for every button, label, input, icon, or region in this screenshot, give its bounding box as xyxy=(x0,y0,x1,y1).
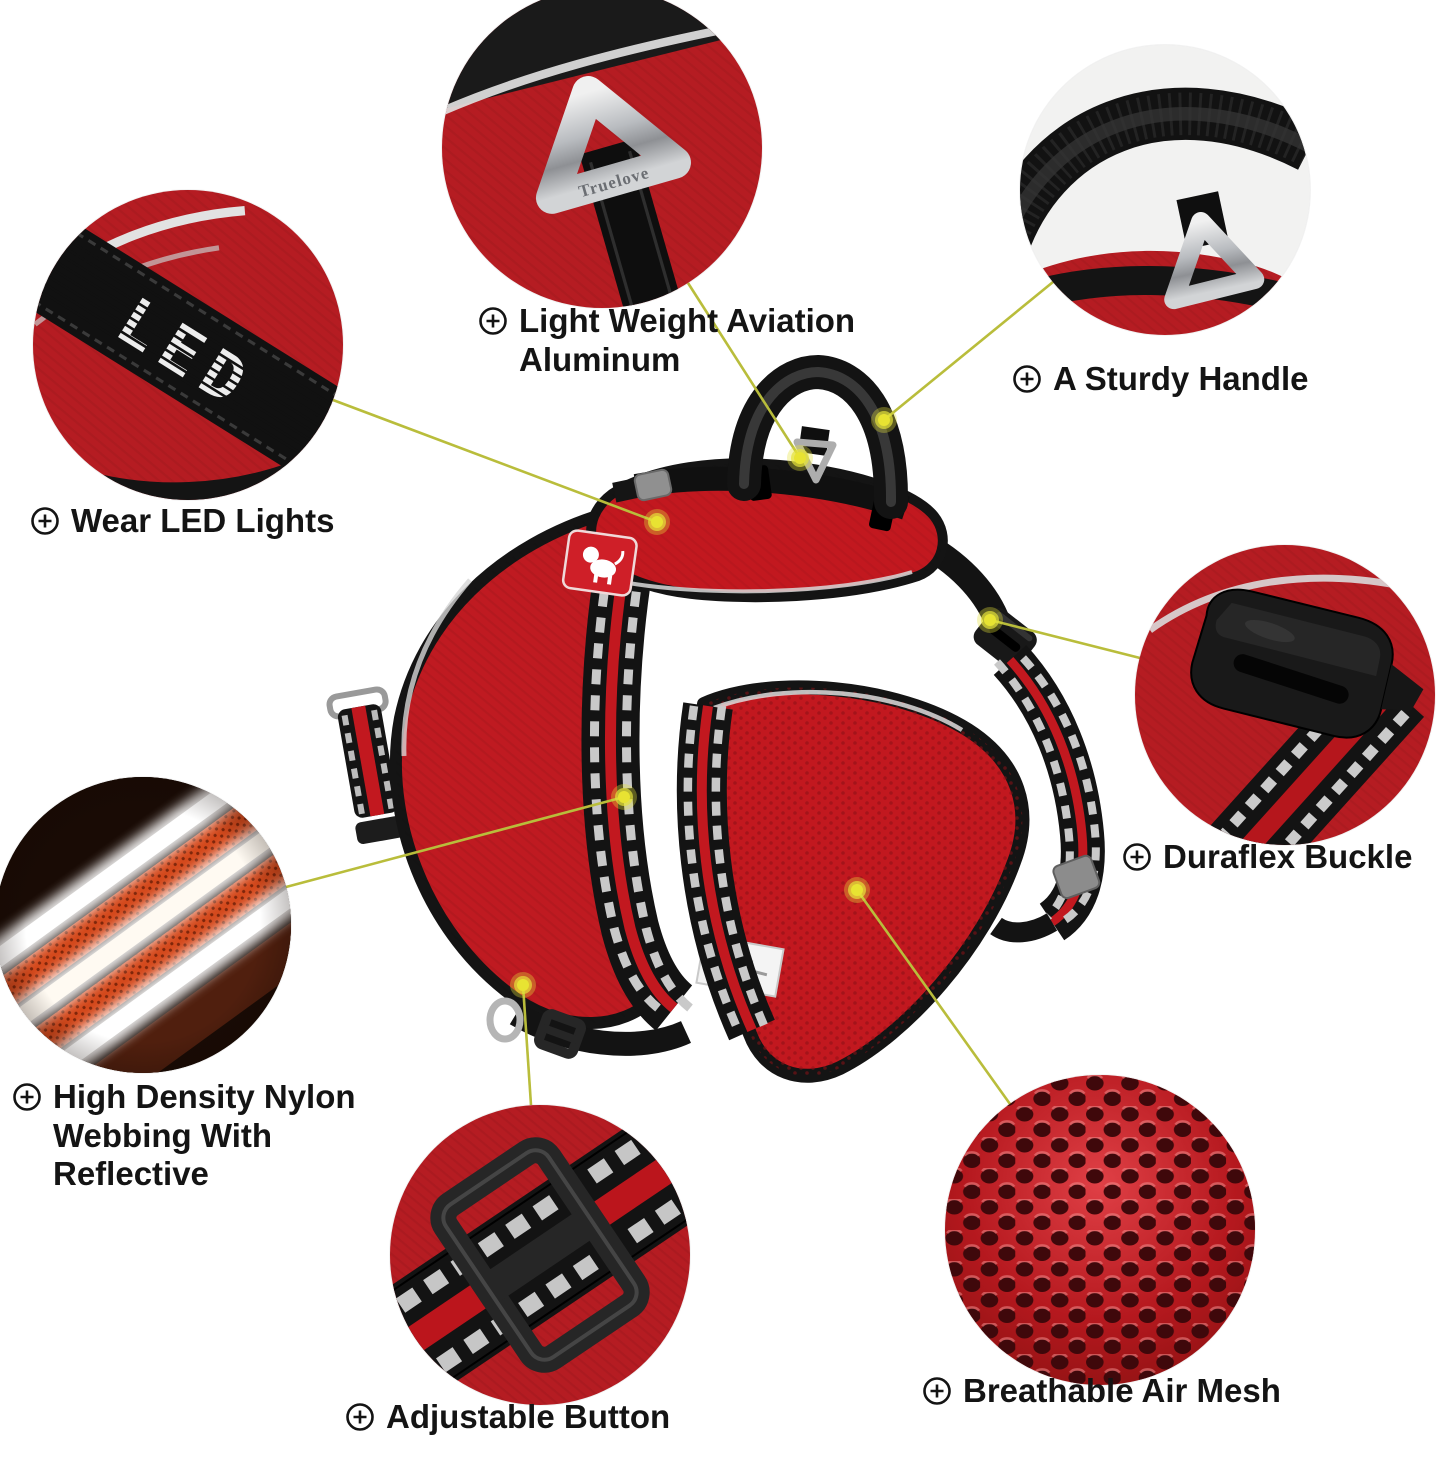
feature-label-text: High Density Nylon Webbing With Reflecti… xyxy=(53,1078,356,1193)
connector-led xyxy=(332,398,658,524)
callout-dot xyxy=(871,407,897,433)
harness-back-panel xyxy=(561,458,948,603)
handle-ring-icon xyxy=(1164,211,1265,310)
connector-lines xyxy=(285,280,1141,1106)
feature-label-text: Duraflex Buckle xyxy=(1163,838,1413,875)
harness-front-strap xyxy=(581,561,694,1031)
callout-circle-buckle xyxy=(1135,545,1435,845)
plus-marker-icon xyxy=(1122,842,1152,881)
brand-logo-patch xyxy=(561,529,638,597)
duraflex-buckle-icon xyxy=(1190,588,1424,739)
feature-label-handle: A Sturdy Handle xyxy=(1012,360,1308,403)
feature-label-text: Wear LED Lights xyxy=(71,502,335,539)
metal-o-ring-icon xyxy=(486,997,524,1043)
harness-side-strap xyxy=(913,530,1105,943)
harness-girth-strap xyxy=(676,702,775,1041)
callout-circle-mesh xyxy=(945,1075,1255,1385)
callout-circle-webbing xyxy=(0,777,291,1073)
feature-label-led: Wear LED Lights xyxy=(30,502,334,545)
connector-webbing xyxy=(285,795,625,889)
aluminum-v-ring-icon xyxy=(535,76,691,214)
tri-glide-slider-icon xyxy=(430,1137,650,1373)
feature-label-webbing: High Density Nylon Webbing With Reflecti… xyxy=(12,1078,356,1194)
plus-marker-icon xyxy=(1012,364,1042,403)
cam-lock-icon xyxy=(633,468,673,502)
callout-dot xyxy=(510,972,536,998)
feature-label-text: Adjustable Button xyxy=(386,1398,671,1435)
dog-logo-icon xyxy=(582,546,625,585)
harness xyxy=(326,354,1105,1083)
connector-handle xyxy=(883,280,1054,422)
callout-dot xyxy=(644,509,670,535)
feature-label-mesh: Breathable Air Mesh xyxy=(922,1372,1281,1415)
harness-bottom-strap xyxy=(486,997,691,1059)
harness-handle xyxy=(727,354,909,519)
callout-dot xyxy=(787,445,813,471)
plus-marker-icon xyxy=(922,1376,952,1415)
plus-marker-icon xyxy=(30,506,60,545)
callout-circle-aluminum: Truelove xyxy=(442,0,762,308)
feature-label-text: Breathable Air Mesh xyxy=(963,1372,1281,1409)
callout-dot xyxy=(611,784,637,810)
feature-label-text: Light Weight Aviation Aluminum xyxy=(519,302,856,378)
feature-label-adjustable: Adjustable Button xyxy=(345,1398,670,1441)
callout-circle-handle xyxy=(1020,45,1310,335)
plus-marker-icon xyxy=(345,1402,375,1441)
connector-adjustable xyxy=(521,984,533,1106)
harness-left-strap xyxy=(326,686,405,845)
callout-circle-adjustable xyxy=(390,1105,690,1405)
callout-dot xyxy=(844,877,870,903)
callout-circle-led: LED xyxy=(33,190,343,500)
feature-label-buckle: Duraflex Buckle xyxy=(1122,838,1412,881)
connector-buckle xyxy=(989,618,1141,660)
feature-label-text: A Sturdy Handle xyxy=(1053,360,1309,397)
plus-marker-icon xyxy=(12,1082,42,1121)
callout-dot xyxy=(977,607,1003,633)
plus-marker-icon xyxy=(478,306,508,345)
callout-dots xyxy=(510,407,1003,998)
connector-mesh xyxy=(855,889,1012,1105)
feature-label-aluminum: Light Weight Aviation Aluminum xyxy=(478,302,855,379)
connector-aluminum xyxy=(686,282,802,459)
